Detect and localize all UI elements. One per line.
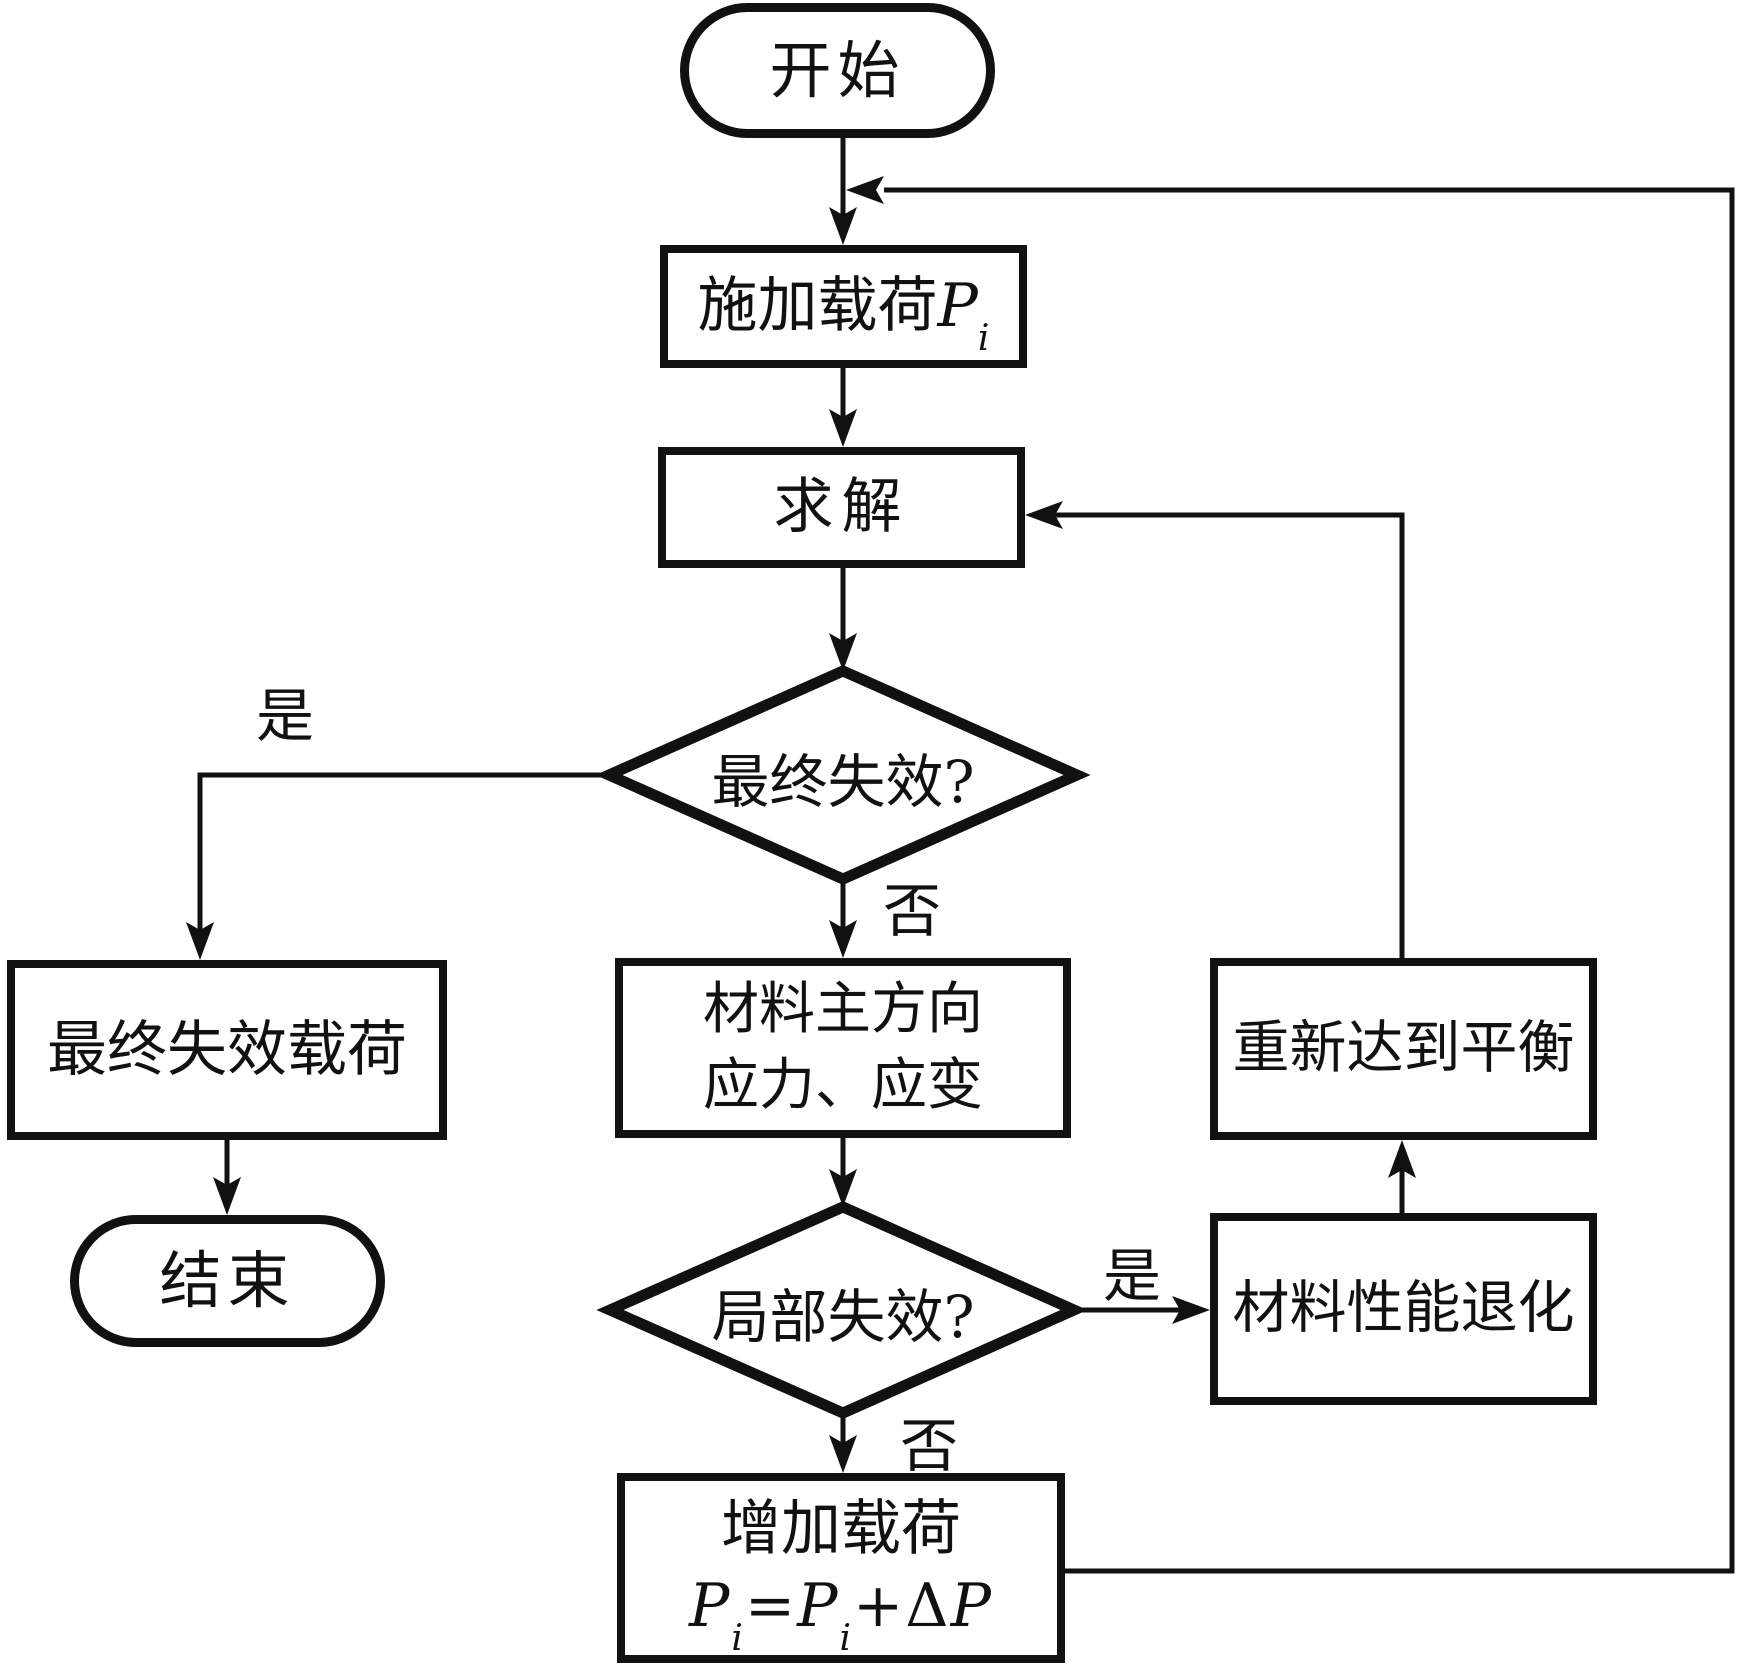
rebalance-label: 重新达到平衡: [1232, 1015, 1575, 1082]
arrow-into-solve-right: [1025, 501, 1063, 529]
node-final-failure-load: 最终失效载荷: [7, 960, 447, 1140]
formula-equals: =: [744, 1571, 798, 1641]
edge-increase-feedback: [884, 187, 1735, 1574]
node-degrade: 材料性能退化: [1210, 1213, 1597, 1405]
arrow-into-localq: [829, 1169, 857, 1207]
label-final-failure-yes: 是: [255, 682, 315, 750]
arrow-into-degrade: [1172, 1296, 1210, 1324]
decision-local-failure-shape: [596, 1200, 1088, 1420]
node-solve: 求解: [658, 447, 1025, 568]
edge-rebalance-solve: [1052, 512, 1405, 958]
node-apply-load: 施加载荷Pi: [660, 245, 1027, 368]
node-increase-load: 增加载荷 Pi=Pi+ΔP: [617, 1473, 1065, 1663]
increase-load-line1: 增加载荷: [721, 1494, 961, 1565]
node-principal-stress: 材料主方向 应力、应变: [615, 958, 1071, 1138]
degrade-label: 材料性能退化: [1232, 1275, 1575, 1342]
formula-p2: P: [797, 1571, 840, 1641]
solve-label: 求解: [773, 472, 910, 542]
decision-local-failure-label: 局部失效?: [711, 1283, 975, 1351]
arrow-into-finalload: [186, 922, 214, 960]
node-end: 结束: [70, 1215, 385, 1347]
formula-p3: P: [950, 1571, 994, 1641]
arrow-feedback-junction: [846, 176, 884, 204]
principal-stress-line1: 材料主方向: [703, 976, 983, 1042]
label-local-failure-no: 否: [899, 1412, 959, 1480]
increase-load-formula: Pi=Pi+ΔP: [688, 1568, 994, 1656]
label-local-failure-yes: 是: [1102, 1242, 1162, 1310]
arrowheads: [186, 176, 1416, 1473]
node-rebalance: 重新达到平衡: [1210, 958, 1597, 1140]
apply-load-text: 施加载荷: [697, 271, 938, 341]
end-label: 结束: [159, 1244, 296, 1318]
decision-final-failure-label: 最终失效?: [711, 748, 975, 816]
apply-load-var: P: [937, 271, 978, 341]
start-label: 开始: [769, 33, 906, 107]
formula-sub2: i: [839, 1617, 854, 1659]
arrow-into-increase: [829, 1435, 857, 1473]
arrow-into-finalq: [829, 633, 857, 671]
apply-load-label: 施加载荷Pi: [697, 269, 990, 356]
formula-p1: P: [688, 1571, 732, 1641]
arrow-into-stress: [829, 920, 857, 958]
arrow-into-rebalance: [1388, 1140, 1416, 1178]
edge-finalq-yes: [197, 772, 609, 933]
formula-sub1: i: [731, 1617, 745, 1659]
arrow-into-solve: [829, 409, 857, 447]
arrow-into-end: [213, 1177, 241, 1215]
arrow-into-apply: [829, 207, 857, 245]
node-start: 开始: [680, 3, 995, 138]
label-final-failure-no: 否: [882, 877, 942, 945]
apply-load-var-sub: i: [977, 317, 990, 359]
formula-plus-delta: +Δ: [853, 1571, 951, 1641]
final-failure-load-label: 最终失效载荷: [47, 1014, 407, 1085]
decision-final-failure-shape: [595, 664, 1091, 886]
principal-stress-line2: 应力、应变: [703, 1053, 983, 1118]
